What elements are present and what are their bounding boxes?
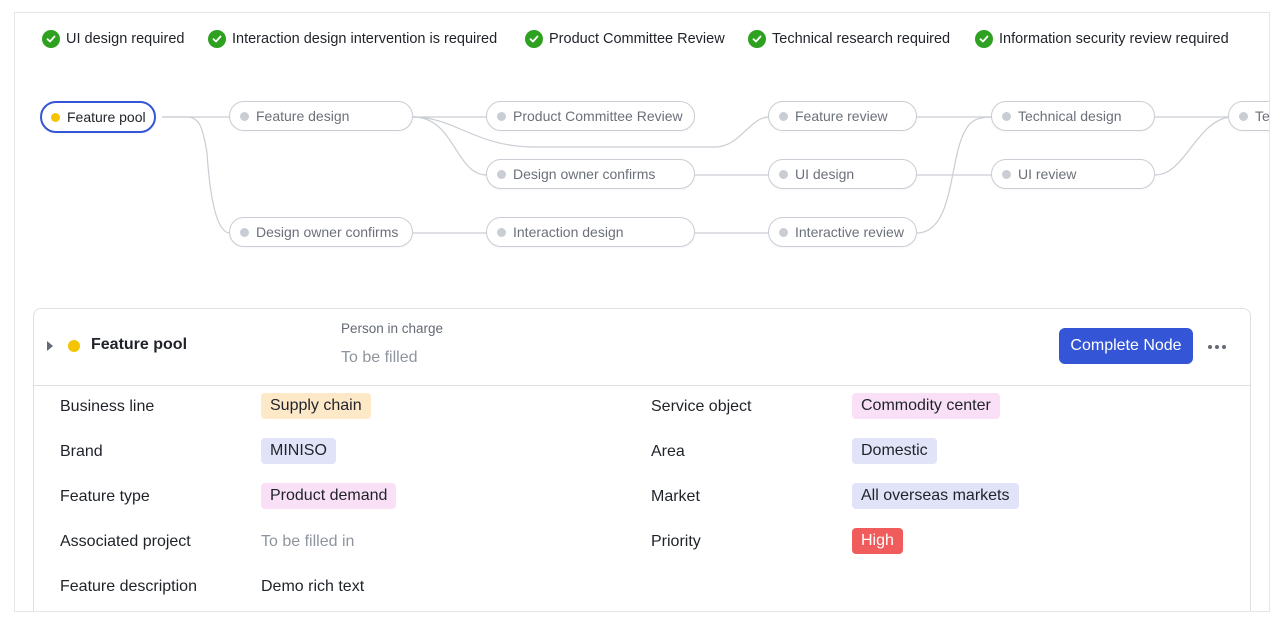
person-in-charge-value[interactable]: To be filled <box>341 349 418 366</box>
node-detail-card: Feature pool Person in charge To be fill… <box>33 308 1251 612</box>
workflow-panel: UI design required Interaction design in… <box>14 12 1270 612</box>
brand-tag[interactable]: MINISO <box>261 438 336 464</box>
flow-node-label: UI review <box>1018 166 1077 182</box>
market-label: Market <box>651 488 700 505</box>
status-dot-icon <box>497 227 506 237</box>
connector-design-to-owner2 <box>412 116 488 176</box>
flow-node-label: Te <box>1255 108 1270 124</box>
flow-node-feature-design[interactable]: Feature design <box>229 101 413 131</box>
status-dot-icon <box>68 340 80 352</box>
feature-type-label: Feature type <box>60 488 150 505</box>
requirement-information-security-review[interactable]: Information security review required <box>975 29 1229 49</box>
status-dot-icon <box>1002 111 1011 121</box>
service-object-tag[interactable]: Commodity center <box>852 393 1000 419</box>
market-tag[interactable]: All overseas markets <box>852 483 1019 509</box>
flow-node-feature-review[interactable]: Feature review <box>768 101 917 131</box>
flow-connectors <box>162 116 1230 234</box>
flow-node-label: Interaction design <box>513 224 624 240</box>
requirement-label: Interaction design intervention is requi… <box>232 31 498 47</box>
status-dot-icon <box>240 227 249 237</box>
requirement-label: Product Committee Review <box>549 31 725 47</box>
business-line-tag[interactable]: Supply chain <box>261 393 371 419</box>
area-label: Area <box>651 443 685 460</box>
person-in-charge-label: Person in charge <box>341 321 444 336</box>
feature-description-label: Feature description <box>60 578 197 595</box>
requirement-interaction-design[interactable]: Interaction design intervention is requi… <box>208 29 497 49</box>
check-circle-icon <box>975 30 993 48</box>
business-line-label: Business line <box>60 398 155 415</box>
flow-node-label: Product Committee Review <box>513 108 683 124</box>
associated-project-value[interactable]: To be filled in <box>261 533 355 550</box>
connector-uireview-to-next <box>1154 116 1230 176</box>
status-dot-icon <box>779 169 788 179</box>
status-dot-icon <box>779 227 788 237</box>
requirement-label: UI design required <box>66 31 185 47</box>
status-dot-icon <box>1002 169 1011 179</box>
priority-label: Priority <box>651 533 701 550</box>
complete-node-button[interactable]: Complete Node <box>1059 328 1193 364</box>
priority-tag[interactable]: High <box>852 528 903 554</box>
flow-node-label: Interactive review <box>795 224 904 240</box>
frame-bottom-border <box>14 611 1270 612</box>
check-circle-icon <box>525 30 543 48</box>
flow-node-truncated[interactable]: Te <box>1228 101 1270 131</box>
flow-node-label: Design owner confirms <box>513 166 656 182</box>
flow-node-label: UI design <box>795 166 855 182</box>
status-dot-icon <box>51 112 60 122</box>
flow-node-design-owner-confirms[interactable]: Design owner confirms <box>229 217 413 247</box>
status-dot-icon <box>1239 111 1248 121</box>
flow-node-label: Technical design <box>1018 108 1122 124</box>
connector-pool-to-owner <box>162 116 231 234</box>
feature-description-value[interactable]: Demo rich text <box>261 578 365 595</box>
status-dot-icon <box>779 111 788 121</box>
requirement-product-committee-review[interactable]: Product Committee Review <box>525 29 725 49</box>
requirement-label: Technical research required <box>772 31 951 47</box>
connector-design-to-feature-review <box>412 116 770 148</box>
node-title: Feature pool <box>91 336 188 353</box>
flow-node-design-owner-confirms-2[interactable]: Design owner confirms <box>486 159 695 189</box>
flow-node-interactive-review[interactable]: Interactive review <box>768 217 917 247</box>
requirement-technical-research[interactable]: Technical research required <box>748 29 950 49</box>
brand-label: Brand <box>60 443 103 460</box>
associated-project-label: Associated project <box>60 533 191 550</box>
status-dot-icon <box>497 169 506 179</box>
area-tag[interactable]: Domestic <box>852 438 937 464</box>
check-circle-icon <box>208 30 226 48</box>
status-dot-icon <box>240 111 249 121</box>
expand-caret-icon[interactable] <box>47 341 53 351</box>
check-circle-icon <box>42 30 60 48</box>
requirement-label: Information security review required <box>999 31 1229 47</box>
more-options-icon[interactable] <box>1205 335 1229 359</box>
flow-node-interaction-design[interactable]: Interaction design <box>486 217 695 247</box>
check-circle-icon <box>748 30 766 48</box>
node-detail-header: Feature pool Person in charge To be fill… <box>34 309 1250 386</box>
feature-type-tag[interactable]: Product demand <box>261 483 397 509</box>
flow-node-ui-design[interactable]: UI design <box>768 159 917 189</box>
service-object-label: Service object <box>651 398 752 415</box>
flow-node-label: Feature pool <box>67 109 146 125</box>
status-dot-icon <box>497 111 506 121</box>
flow-node-product-committee-review[interactable]: Product Committee Review <box>486 101 695 131</box>
flow-node-label: Design owner confirms <box>256 224 399 240</box>
flow-node-ui-review[interactable]: UI review <box>991 159 1155 189</box>
requirement-ui-design[interactable]: UI design required <box>42 29 185 49</box>
flow-node-label: Feature design <box>256 108 350 124</box>
connector-interactive-to-tech <box>916 116 993 234</box>
flow-node-technical-design[interactable]: Technical design <box>991 101 1155 131</box>
flow-node-label: Feature review <box>795 108 888 124</box>
flow-node-feature-pool[interactable]: Feature pool <box>40 101 156 133</box>
